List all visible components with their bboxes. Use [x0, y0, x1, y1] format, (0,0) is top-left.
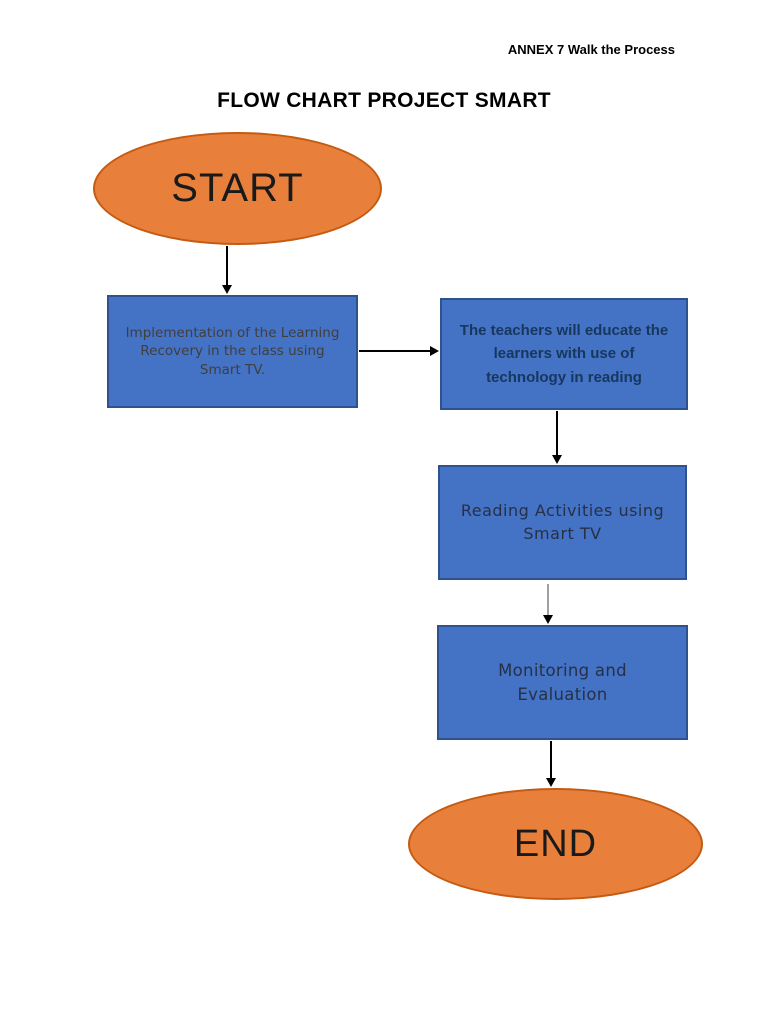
flowchart-node-implementation: Implementation of the Learning Recovery …	[107, 295, 358, 408]
flowchart-node-educate: The teachers will educate the learners w…	[440, 298, 688, 410]
arrow-shaft	[550, 741, 552, 778]
node-end-label: END	[513, 822, 598, 865]
arrow-shaft	[226, 246, 228, 285]
arrowhead-down-icon	[222, 285, 232, 294]
node-implementation-label: Implementation of the Learning Recovery …	[125, 325, 340, 378]
arrow-shaft	[359, 350, 430, 352]
arrowhead-right-icon	[430, 346, 439, 356]
flowchart-node-start: START	[93, 132, 382, 245]
node-monitoring-label: Monitoring and Evaluation	[498, 661, 627, 704]
annex-header-note: ANNEX 7 Walk the Process	[507, 42, 675, 57]
connector-start-to-implementation	[222, 246, 232, 294]
connector-implementation-to-educate	[359, 346, 439, 356]
arrowhead-down-icon	[552, 455, 562, 464]
flowchart-node-end: END	[408, 788, 703, 900]
connector-educate-to-reading	[552, 411, 562, 464]
node-educate-label: The teachers will educate the learners w…	[459, 322, 669, 386]
arrowhead-down-icon	[546, 778, 556, 787]
arrowhead-down-icon	[543, 615, 553, 624]
connector-reading-to-monitoring	[543, 584, 553, 624]
node-reading-label: Reading Activities using Smart TV	[460, 501, 665, 543]
connector-monitoring-to-end	[546, 741, 556, 787]
flowchart-node-monitoring: Monitoring and Evaluation	[437, 625, 688, 740]
arrow-shaft	[556, 411, 558, 455]
arrow-shaft	[547, 584, 549, 615]
node-start-label: START	[171, 166, 304, 210]
flowchart-node-reading-activities: Reading Activities using Smart TV	[438, 465, 687, 580]
page-title: FLOW CHART PROJECT SMART	[217, 89, 551, 112]
